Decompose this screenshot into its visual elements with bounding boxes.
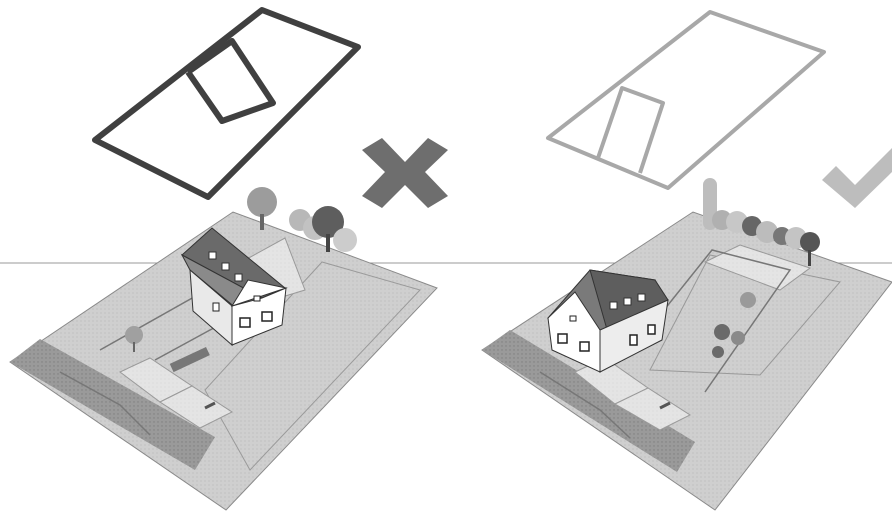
- street-incorrect: [10, 339, 215, 470]
- hedge-incorrect: [169, 347, 210, 373]
- check-icon: [822, 148, 892, 208]
- panel-correct: [481, 10, 892, 511]
- panel-incorrect: [9, 7, 448, 511]
- cross-icon: [362, 138, 448, 208]
- plan-outline-incorrect: [92, 7, 361, 200]
- walkway-correct: [613, 387, 692, 431]
- walkway-incorrect: [158, 385, 234, 429]
- house-incorrect: [180, 227, 288, 347]
- trees-correct: [703, 178, 820, 358]
- trees-incorrect: [125, 187, 357, 352]
- plan-outline-correct: [546, 10, 826, 190]
- house-correct: [547, 269, 669, 373]
- fence-correct: [639, 249, 792, 393]
- garden-correct: [649, 254, 841, 376]
- street-correct: [482, 330, 695, 472]
